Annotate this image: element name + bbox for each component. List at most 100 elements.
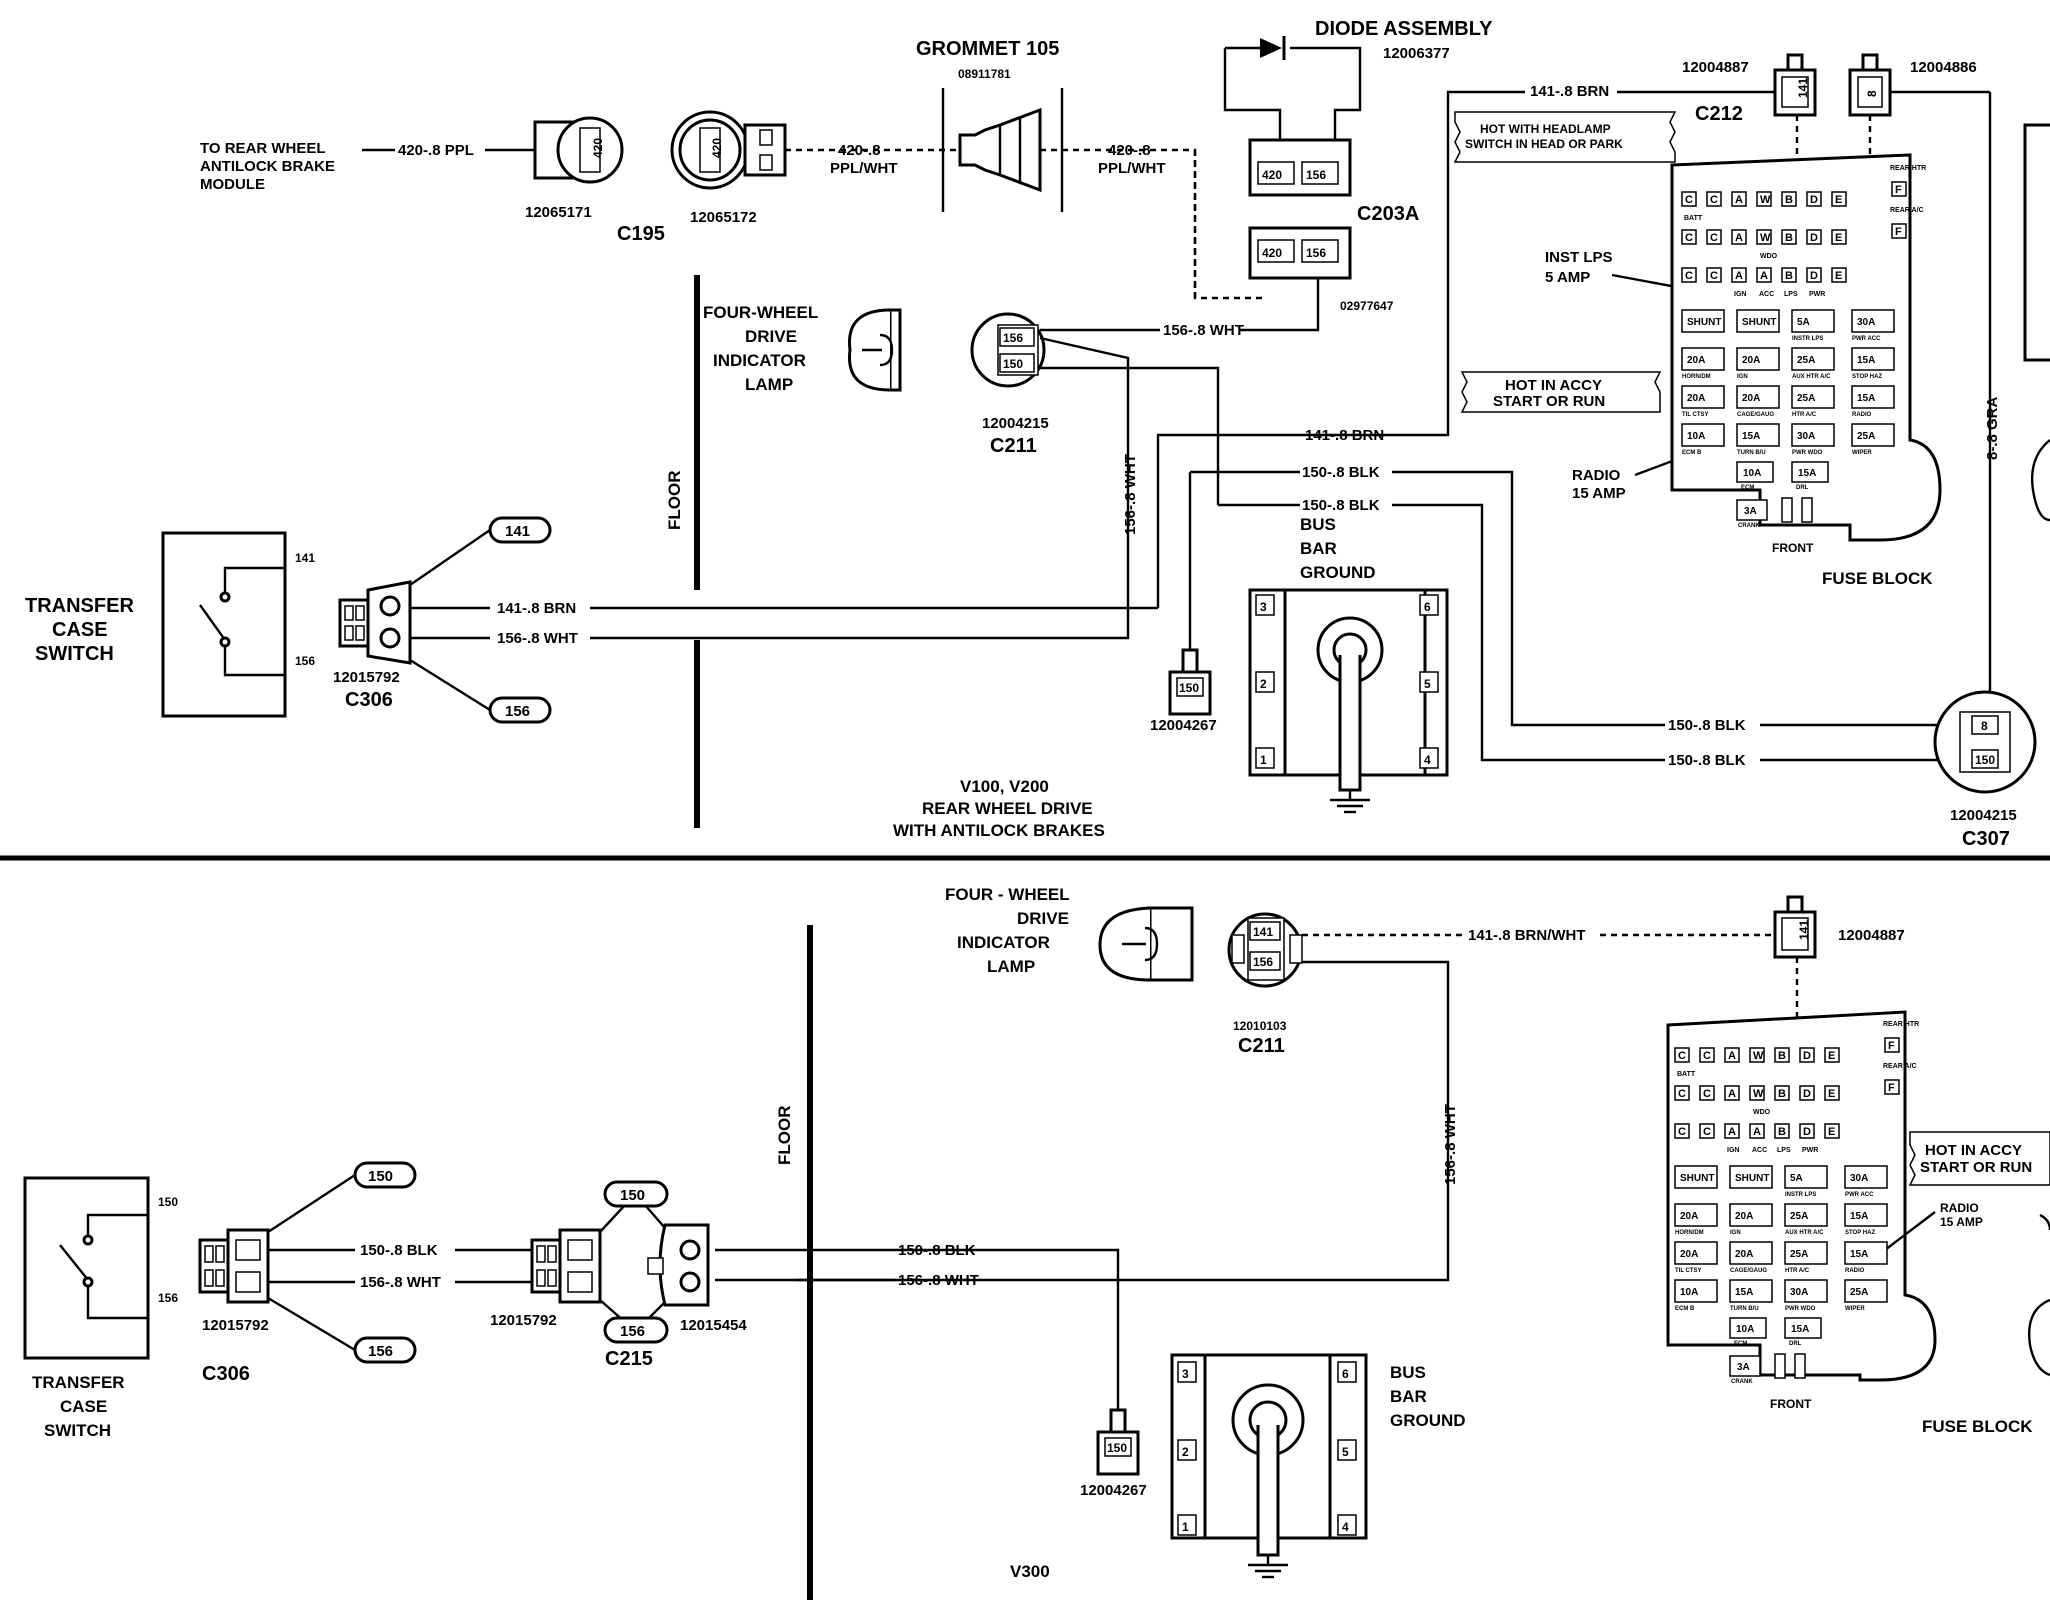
fuse-bottom-side-f: F <box>1888 1040 1895 1052</box>
c203a-label: C203A <box>1357 203 1419 225</box>
fuse-top-letter: C <box>1685 232 1693 244</box>
fuse-bottom-letter: E <box>1828 1088 1835 1100</box>
hot-headlamp-2: SWITCH IN HEAD OR PARK <box>1465 137 1623 151</box>
connector-c306-bottom <box>198 1228 270 1304</box>
fuse-top-letter-box <box>1681 267 1697 283</box>
c212b-pin-141: 141 <box>1797 920 1811 940</box>
fwd-lamp-line-2: DRIVE <box>745 327 797 346</box>
fuse-top-letter: A <box>1735 194 1743 206</box>
fuse-top-fuse-sub-r6: CRANK <box>1738 523 1760 529</box>
switch-top-pin-156: 156 <box>295 654 315 668</box>
front-top: FRONT <box>1772 541 1814 555</box>
wire-141-brn-top <box>1390 90 1525 437</box>
fuse-bottom-fuse-sub: ECM B <box>1675 1306 1695 1312</box>
fuse-top-letter: E <box>1835 232 1842 244</box>
part-12004887-top: 12004887 <box>1682 59 1749 76</box>
inst-lps-1: INST LPS <box>1545 249 1613 266</box>
fuse-top-letter-box <box>1831 191 1847 207</box>
fuse-bottom-fuse-sub: CAGE/GAUG <box>1730 1268 1767 1274</box>
fuse-bottom-fuse-box-r5 <box>1729 1317 1767 1339</box>
fuse-bottom-letter-box <box>1699 1085 1715 1101</box>
fuse-bottom-rear-ac: REAR A/C <box>1883 1063 1917 1070</box>
transfer-b-line-2: CASE <box>60 1397 107 1416</box>
part-12004267-top: 12004267 <box>1150 717 1217 734</box>
to-rear-line-2: ANTILOCK BRAKE <box>200 158 335 175</box>
fuse-top-letter: A <box>1735 232 1743 244</box>
callout-150-b1-text: 150 <box>368 1168 393 1185</box>
fuse-bottom-letter-box <box>1699 1047 1715 1063</box>
fuse-block-bottom-label: FUSE BLOCK <box>1922 1417 2033 1436</box>
wire-156-wht-label-a: 156-.8 WHT <box>1163 322 1244 339</box>
connector-12004887-top: 141 <box>1773 53 1817 117</box>
fuse-top-letter-box <box>1706 229 1722 245</box>
right-edge-arc <box>2031 439 2050 522</box>
wire-150-blk-b-label: 150-.8 BLK <box>360 1242 438 1259</box>
fuse-top-sub-row3: PWR <box>1809 291 1825 298</box>
fuse-top-letter-box <box>1781 229 1797 245</box>
fuse-top-letter: C <box>1710 232 1718 244</box>
fuse-bottom-fuse-sub: RADIO <box>1845 1268 1865 1274</box>
wire-150-blk-route-1 <box>1392 470 1665 727</box>
c306-top-label: C306 <box>345 689 393 711</box>
part-12065171: 12065171 <box>525 204 592 221</box>
wire-150-blk-label-2: 150-.8 BLK <box>1302 497 1380 514</box>
hot-accy-callout-bottom <box>1908 1131 2050 1186</box>
fuse-bottom-fuse-value: 30A <box>1850 1173 1868 1184</box>
fwd-lamp-line-4: LAMP <box>745 375 793 394</box>
fuse-bottom-letter-box <box>1824 1085 1840 1101</box>
fuse-top-side-f: F <box>1895 184 1902 196</box>
fuse-bottom-fuse-box <box>1674 1241 1718 1265</box>
fuse-top-fuse-value: 25A <box>1797 355 1815 366</box>
fuse-top-letter-box <box>1806 267 1822 283</box>
c306-lead-156 <box>409 658 491 712</box>
fuse-top-rear-ac: REAR A/C <box>1890 207 1924 214</box>
fuse-bottom-fuse-value: 25A <box>1850 1287 1868 1298</box>
to-rear-line-3: MODULE <box>200 176 265 193</box>
fuse-top-fuse-sub: TURN B/U <box>1737 450 1766 456</box>
fuse-bottom-letter-box <box>1674 1123 1690 1139</box>
callout-150-b1 <box>353 1161 417 1189</box>
fuse-top-side-f-2: F <box>1895 226 1902 238</box>
radio-b-1: RADIO <box>1940 1201 1979 1215</box>
fuse-bottom-letter: C <box>1703 1126 1711 1138</box>
fuse-top-letter: B <box>1785 194 1793 206</box>
fuse-top-fuse-box <box>1851 309 1895 333</box>
fuse-bottom-fuse-box <box>1729 1165 1773 1189</box>
bus-bar-b-line-1: BUS <box>1390 1363 1426 1382</box>
fuse-bottom-letter: A <box>1728 1050 1736 1062</box>
fuse-top-fuse-value-r6: 3A <box>1744 506 1757 517</box>
wire-420-label-2: 420-.8 <box>1108 142 1151 159</box>
fuse-top-fuse-box-r5 <box>1736 461 1774 483</box>
bus-bar-b-line-3: GROUND <box>1390 1411 1466 1430</box>
fuse-bottom-letter: W <box>1753 1050 1764 1062</box>
fuse-top-letter: C <box>1710 194 1718 206</box>
c211-bottom-label: C211 <box>1238 1035 1285 1057</box>
fuse-top-letter: D <box>1810 270 1818 282</box>
part-12015792-b1: 12015792 <box>202 1317 269 1334</box>
fuse-bottom-sub-wdo: WDO <box>1753 1109 1771 1116</box>
caption-top-3: WITH ANTILOCK BRAKES <box>893 821 1105 840</box>
fuse-top-fuse-box <box>1851 385 1895 409</box>
c203a-pin-156: 156 <box>1306 168 1326 182</box>
c306-lead-141 <box>409 529 491 586</box>
fuse-top-fuse-box <box>1681 423 1725 447</box>
transfer-b-line-1: TRANSFER <box>32 1373 125 1392</box>
fuse-top-fuse-box <box>1791 423 1835 447</box>
fuse-top-letter-box <box>1756 229 1772 245</box>
fuse-bottom-fuse-box <box>1784 1241 1828 1265</box>
fuse-bottom-fuse-value-r5: 10A <box>1736 1324 1754 1335</box>
fuse-top-sub-batt: BATT <box>1684 215 1703 222</box>
caption-top-2: REAR WHEEL DRIVE <box>922 799 1093 818</box>
callout-150-c215-text: 150 <box>620 1187 645 1204</box>
hot-headlamp-1: HOT WITH HEADLAMP <box>1480 122 1611 136</box>
connector-12065172: 420 <box>670 110 787 190</box>
wire-141-brnwht-label: 141-.8 BRN/WHT <box>1468 927 1586 944</box>
connector-c211-top: 156 150 <box>970 312 1046 388</box>
fwd-indicator-lamp-bottom <box>1098 906 1194 982</box>
fuse-bottom-letter-box <box>1824 1047 1840 1063</box>
switch-b-pin-150: 150 <box>158 1195 178 1209</box>
fuse-bottom-letter: D <box>1803 1050 1811 1062</box>
fuse-top-fuse-box <box>1736 423 1780 447</box>
fuse-bottom-fuse-value: 5A <box>1790 1173 1803 1184</box>
